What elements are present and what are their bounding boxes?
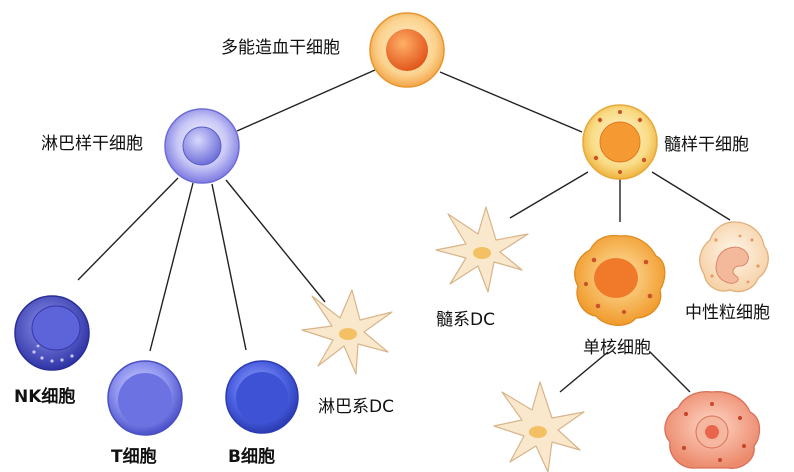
label-myeloid-stem-cell: 髓样干细胞 xyxy=(664,135,749,155)
line-lymphoid-dc xyxy=(225,179,326,303)
nk-cell xyxy=(14,295,90,371)
label-t-cell: T细胞 xyxy=(111,447,157,467)
label-lymphoid-stem-cell: 淋巴样干细胞 xyxy=(41,134,143,154)
line-lymphoid-b xyxy=(211,183,247,351)
line-lymphoid-nk xyxy=(77,177,179,281)
monocyte-derived-dc-cell xyxy=(493,381,585,472)
label-neutrophil: 中性粒细胞 xyxy=(685,303,770,323)
line-mono-macrophage xyxy=(649,351,691,393)
neutrophil-cell xyxy=(699,221,769,293)
macrophage-cell xyxy=(664,390,761,469)
line-lymphoid-t xyxy=(149,182,194,352)
label-monocyte: 单核细胞 xyxy=(583,338,651,358)
b-cell xyxy=(225,360,299,434)
lymphoid-stem-cell xyxy=(164,108,240,184)
myeloid-dc-cell xyxy=(435,206,529,293)
myeloid-stem-cell xyxy=(582,104,658,180)
label-hsc: 多能造血干细胞 xyxy=(221,38,340,58)
label-lymphoid-dc: 淋巴系DC xyxy=(318,397,394,417)
lymphoid-dc-cell xyxy=(301,289,393,375)
line-hsc-lymphoid xyxy=(236,69,376,132)
label-b-cell: B细胞 xyxy=(228,447,275,467)
label-myeloid-dc: 髓系DC xyxy=(436,310,495,330)
line-myeloid-dc xyxy=(509,171,589,219)
hsc-cell xyxy=(369,12,445,88)
connector-lines xyxy=(77,69,731,393)
line-hsc-myeloid xyxy=(439,71,583,133)
t-cell xyxy=(107,360,183,436)
label-nk-cell: NK细胞 xyxy=(14,387,76,407)
line-mono-dc xyxy=(559,351,609,393)
monocyte-cell xyxy=(574,234,666,326)
line-myeloid-neut xyxy=(651,171,731,221)
